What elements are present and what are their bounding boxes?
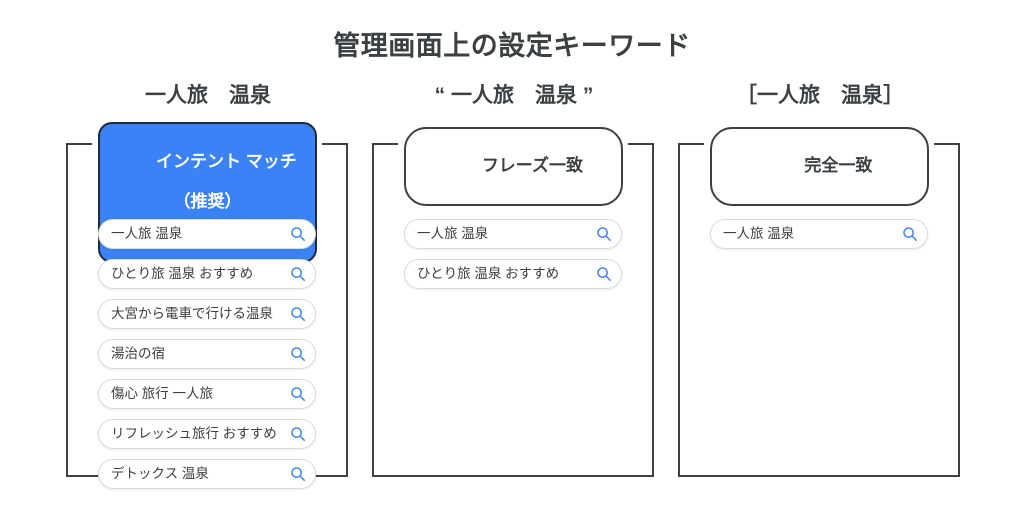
query-chip[interactable]: 湯治の宿	[98, 339, 316, 369]
query-chip[interactable]: 一人旅 温泉	[98, 219, 316, 249]
query-chip-text: 一人旅 温泉	[417, 226, 489, 241]
query-chip-list: 一人旅 温泉 ひとり旅 温泉 おすすめ 大宮から電車で行ける温泉	[66, 143, 348, 499]
search-icon[interactable]	[290, 226, 306, 242]
match-type-columns: 一人旅 温泉 インテント マッチ （推奨） 一人旅 温泉 ひとり旅 温泉 おすす…	[0, 82, 1024, 502]
column-keyword-heading: ［一人旅 温泉］	[736, 84, 904, 107]
match-type-box-wrapper: フレーズ一致 一人旅 温泉 ひとり旅 温泉 おすすめ	[372, 127, 656, 479]
column-keyword-heading: 一人旅 温泉	[145, 84, 271, 107]
match-type-pill-label-line1: インテント マッチ	[156, 152, 297, 171]
query-chip-text: 湯治の宿	[111, 346, 165, 361]
match-type-box-wrapper: インテント マッチ （推奨） 一人旅 温泉 ひとり旅 温泉 おすすめ	[66, 122, 350, 489]
match-type-pill-label-line1: フレーズ一致	[481, 156, 583, 175]
search-icon[interactable]	[290, 346, 306, 362]
query-chip-text: 一人旅 温泉	[111, 226, 183, 241]
match-type-pill-label-line2: （推奨）	[173, 192, 242, 211]
column-intent-match: 一人旅 温泉 インテント マッチ （推奨） 一人旅 温泉 ひとり旅 温泉 おすす…	[66, 82, 350, 489]
query-chip[interactable]: 傷心 旅行 一人旅	[98, 379, 316, 409]
query-chip-list: 一人旅 温泉 ひとり旅 温泉 おすすめ	[372, 143, 654, 299]
search-icon[interactable]	[290, 386, 306, 402]
search-icon[interactable]	[290, 426, 306, 442]
query-chip[interactable]: 大宮から電車で行ける温泉	[98, 299, 316, 329]
query-chip-list: 一人旅 温泉	[678, 143, 960, 259]
column-exact-match: ［一人旅 温泉］ 完全一致 一人旅 温泉	[678, 82, 962, 479]
query-chip[interactable]: 一人旅 温泉	[710, 219, 928, 249]
query-chip[interactable]: ひとり旅 温泉 おすすめ	[404, 259, 622, 289]
search-icon[interactable]	[902, 226, 918, 242]
search-icon[interactable]	[596, 226, 612, 242]
query-chip[interactable]: デトックス 温泉	[98, 459, 316, 489]
query-chip-text: 傷心 旅行 一人旅	[111, 386, 214, 401]
query-chip-text: 大宮から電車で行ける温泉	[111, 306, 273, 321]
match-type-pill-label-line1: 完全一致	[804, 156, 873, 175]
search-icon[interactable]	[290, 266, 306, 282]
column-phrase-match: “ 一人旅 温泉 ” フレーズ一致 一人旅 温泉 ひとり旅 温泉 おすすめ	[372, 82, 656, 479]
match-type-pill-exact[interactable]: 完全一致	[710, 127, 929, 206]
search-icon[interactable]	[290, 306, 306, 322]
match-type-pill-phrase[interactable]: フレーズ一致	[404, 127, 623, 206]
query-chip[interactable]: ひとり旅 温泉 おすすめ	[98, 259, 316, 289]
page-title: 管理画面上の設定キーワード	[333, 31, 691, 61]
query-chip[interactable]: 一人旅 温泉	[404, 219, 622, 249]
query-chip-text: ひとり旅 温泉 おすすめ	[417, 266, 560, 281]
query-chip-text: 一人旅 温泉	[723, 226, 795, 241]
query-chip[interactable]: リフレッシュ旅行 おすすめ	[98, 419, 316, 449]
query-chip-text: ひとり旅 温泉 おすすめ	[111, 266, 254, 281]
column-keyword-heading: “ 一人旅 温泉 ”	[434, 84, 594, 107]
query-chip-text: デトックス 温泉	[111, 466, 209, 481]
search-icon[interactable]	[290, 466, 306, 482]
search-icon[interactable]	[596, 266, 612, 282]
match-type-box-wrapper: 完全一致 一人旅 温泉	[678, 127, 962, 479]
query-chip-text: リフレッシュ旅行 おすすめ	[111, 426, 277, 441]
